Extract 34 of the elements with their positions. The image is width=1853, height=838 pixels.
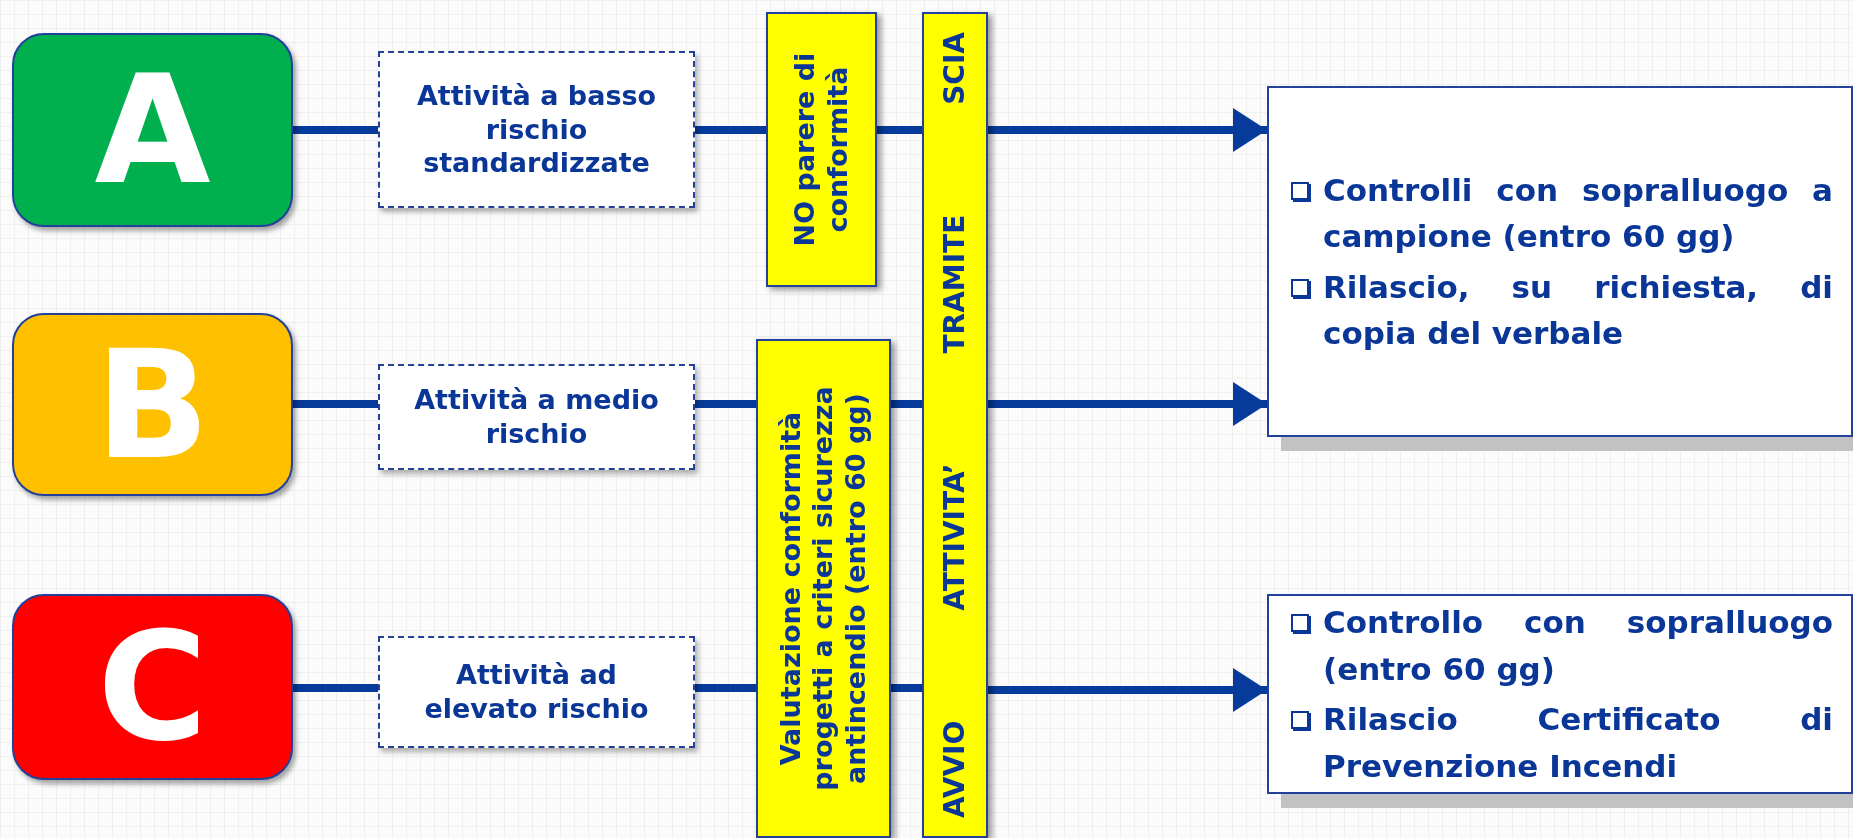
category-letter: C [97, 612, 208, 762]
category-box [12, 313, 293, 496]
activity-box [378, 636, 695, 748]
outcome-text: Rilascio Certificato di Prevenzione Incendi [1323, 700, 1833, 786]
band-label: Valutazione conformità progetti a criteri sicurezza antincendio (entro 60 gg) [774, 385, 872, 793]
category-box [12, 594, 293, 780]
category-letter: A [94, 55, 211, 205]
step-band [922, 12, 988, 838]
outcome-text: Controllo con sopralluogo (entro 60 gg) [1323, 603, 1833, 689]
connector-line [891, 684, 922, 692]
connector-line [695, 684, 756, 692]
connector-line [293, 126, 378, 134]
activity-label: Attività ad elevato rischio [423, 658, 650, 726]
activity-box [378, 51, 695, 208]
band-label: AVVIO ATTIVITA’ TRAMITE SCIA [938, 32, 972, 818]
step-band [766, 12, 877, 287]
outcome-text: Controlli con sopralluogo a campione (entro 60 gg) [1323, 170, 1833, 256]
arrow [988, 668, 1267, 712]
activity-label: Attività a basso rischio standardizzate [415, 78, 658, 181]
connector-line [695, 126, 766, 134]
connector-line [877, 126, 922, 134]
outcome-text: Rilascio, su richiesta, di copia del verbale [1323, 267, 1833, 353]
activity-box [378, 364, 695, 470]
step-band [756, 339, 891, 838]
arrow [988, 108, 1267, 152]
connector-line [695, 400, 756, 408]
category-box [12, 33, 293, 227]
activity-label: Attività a medio rischio [413, 383, 660, 451]
connector-line [293, 400, 378, 408]
arrow [988, 382, 1267, 426]
connector-line [293, 684, 378, 692]
category-letter: B [95, 329, 210, 480]
band-label: NO parere di conformità [789, 51, 854, 249]
connector-line [891, 400, 922, 408]
